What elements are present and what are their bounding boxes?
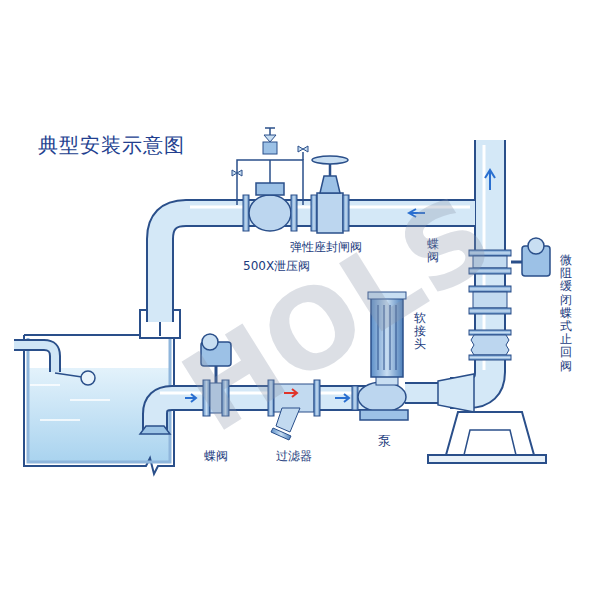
water-tank-part <box>40 419 80 421</box>
riser-fittings-part <box>469 355 511 360</box>
pipes-part <box>140 426 170 434</box>
relief-valve <box>232 128 308 231</box>
float-inlet <box>14 345 95 385</box>
relief-valve-part <box>291 195 297 231</box>
float-inlet-part <box>14 345 55 372</box>
water-tank-part <box>30 384 60 386</box>
relief-valve-part <box>265 127 275 129</box>
riser-fittings-part <box>469 308 511 314</box>
pipe-stand-part <box>464 430 516 455</box>
pipes-part <box>159 322 161 336</box>
riser-fittings-part <box>469 330 511 335</box>
relief-valve-part <box>249 195 291 231</box>
float-inlet-part <box>81 371 95 385</box>
pipes-part <box>405 382 440 404</box>
pipes-part <box>438 374 474 412</box>
pipe-stand-part <box>446 412 534 455</box>
riser-fittings-part <box>511 261 522 264</box>
relief-valve-part <box>298 146 308 152</box>
relief-valve-part <box>263 142 277 154</box>
pipe-stand <box>428 412 546 463</box>
relief-valve-part <box>302 152 304 160</box>
y-strainer-part <box>335 394 349 402</box>
gate-valve-part <box>320 176 340 193</box>
pipes-part <box>405 384 440 402</box>
part-label: 微阻缓闭蝶式止回阀 <box>560 254 572 373</box>
pump-part <box>352 386 358 410</box>
relief-valve-part <box>232 170 242 176</box>
riser-fittings-part <box>528 238 544 254</box>
part-label: 泵 <box>378 432 391 450</box>
gate-valve-part <box>343 195 349 231</box>
relief-valve-part <box>256 183 284 195</box>
gate-valve-part <box>317 193 343 233</box>
pump-part <box>358 382 406 412</box>
riser-fittings-part <box>485 170 495 190</box>
diagram-title: 典型安装示意图 <box>38 132 185 159</box>
relief-valve-part <box>264 135 276 142</box>
float-inlet-part <box>14 345 55 372</box>
part-label: 过滤器 <box>276 448 312 465</box>
pipe-stand-part <box>428 455 546 463</box>
riser-fittings-part <box>471 335 509 355</box>
relief-valve-part <box>243 195 249 231</box>
y-strainer-part <box>271 428 291 440</box>
relief-valve-part <box>269 160 271 183</box>
relief-valve-part <box>269 128 271 135</box>
gate-valve-part <box>312 156 348 164</box>
gate-valve-part <box>311 195 317 231</box>
water-tank-part <box>70 399 110 401</box>
pump-part <box>360 410 408 420</box>
float-inlet-part <box>55 373 82 377</box>
water-tank-part <box>24 334 140 336</box>
relief-valve-part <box>237 160 303 205</box>
